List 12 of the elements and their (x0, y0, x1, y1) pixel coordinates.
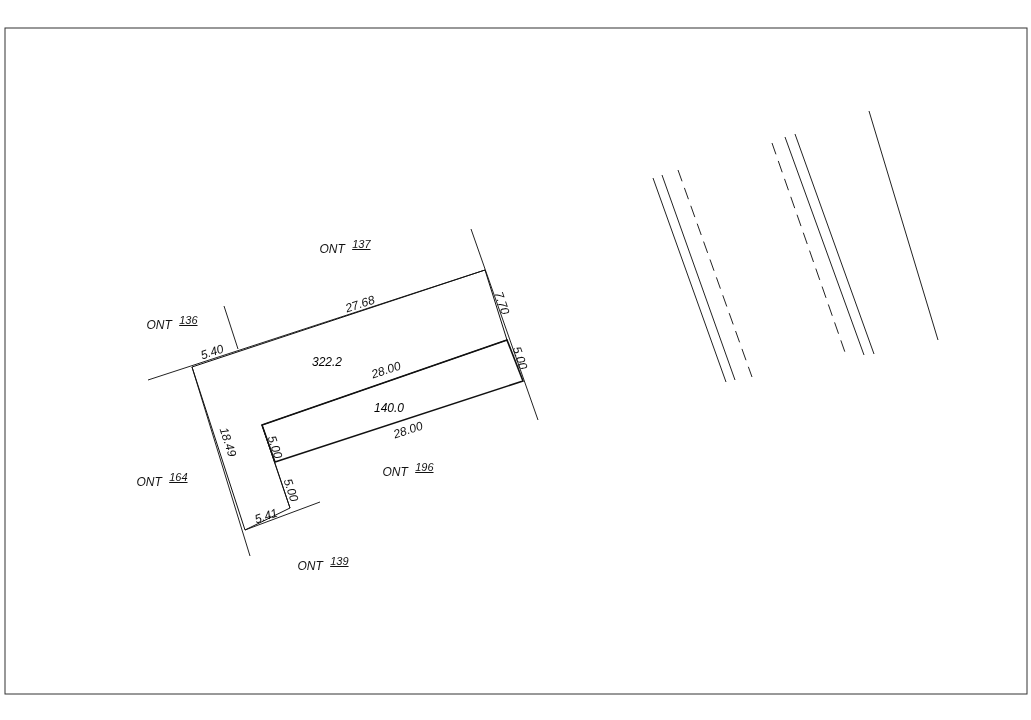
dimension-label: 28.00 (391, 418, 425, 442)
dimension-label: 5.00 (264, 433, 286, 461)
dimension-label: 7.70 (491, 289, 513, 317)
dimension-label: 5.00 (280, 476, 302, 504)
dimension-label: 5.41 (252, 505, 280, 527)
dimension-label: 27.68 (343, 292, 377, 316)
parcel-area-label: 322.2 (312, 355, 342, 369)
dimension-label: 28.00 (369, 358, 403, 382)
parcel-area-label: 140.0 (374, 401, 404, 415)
dimension-label: 5.40 (198, 341, 226, 363)
dimension-label: 5.00 (509, 344, 531, 372)
dimension-label: 18.49 (216, 425, 240, 459)
